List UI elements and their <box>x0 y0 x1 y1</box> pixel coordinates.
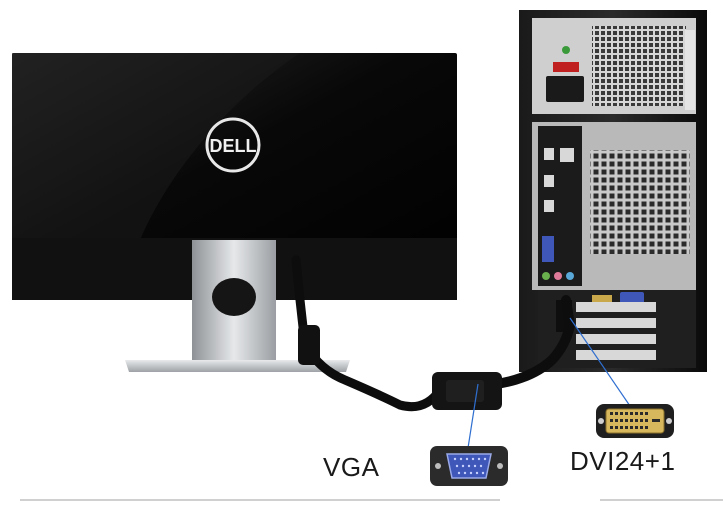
monitor: DELL <box>12 53 457 372</box>
screen-reflection <box>12 53 300 240</box>
audio-port <box>542 272 550 280</box>
dvi-cable <box>485 295 576 390</box>
monitor-stand-base <box>125 360 350 372</box>
vga-label: VGA <box>323 452 380 482</box>
vga-port-icon <box>430 446 508 486</box>
case-fan-vent <box>590 150 690 254</box>
dvi-pointer-line <box>569 317 631 407</box>
stand-cable-hole <box>212 278 256 316</box>
usb-port <box>544 148 554 160</box>
psu-vent <box>592 26 686 106</box>
dvi-label: DVI24+1 <box>570 446 676 476</box>
dell-logo: DELL <box>205 117 261 173</box>
slot-cover <box>576 334 656 344</box>
ferrite-core <box>298 325 320 365</box>
slot-cover <box>576 302 656 312</box>
adapter-cable <box>291 255 576 412</box>
psu-switch <box>553 62 579 72</box>
audio-port <box>554 272 562 280</box>
slot-cover <box>576 318 656 328</box>
vga-onboard-port <box>542 236 554 262</box>
monitor-brand: DELL <box>210 136 257 156</box>
psu-led <box>562 46 570 54</box>
usb-port <box>544 200 554 212</box>
power-socket <box>546 76 584 102</box>
adapter-socket <box>446 380 484 402</box>
usb-port <box>544 175 554 187</box>
hdmi-port <box>592 295 612 304</box>
slot-cover <box>576 350 656 360</box>
vga-card-port <box>620 292 644 304</box>
lan-port <box>560 148 574 162</box>
audio-port <box>566 272 574 280</box>
tower-handle <box>685 30 695 110</box>
dvi-port-icon <box>596 404 674 438</box>
computer-tower <box>519 10 707 372</box>
vga-pointer-line <box>467 383 479 449</box>
